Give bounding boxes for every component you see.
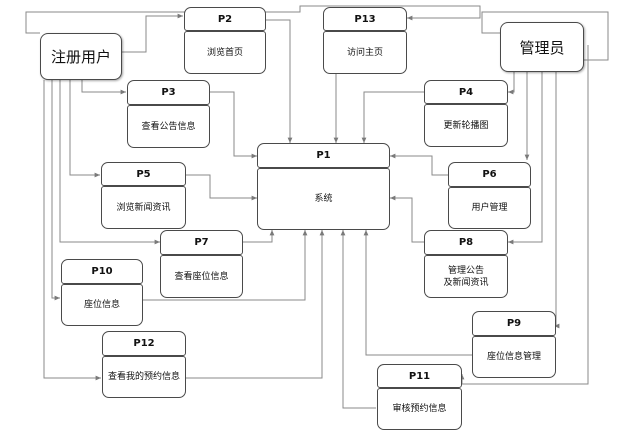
- process-p6-label: 用户管理: [448, 187, 531, 229]
- actor-registered-user: 注册用户: [40, 33, 122, 80]
- edge-p9-p1: [363, 230, 472, 356]
- process-p8-label: 管理公告 及新闻资讯: [424, 255, 508, 298]
- edge-p4-p1: [361, 91, 424, 143]
- edge-user-p10: [51, 80, 60, 301]
- edge-user-p12: [43, 80, 101, 381]
- process-p2-id: P2: [184, 7, 266, 31]
- process-p5-id: P5: [101, 162, 186, 186]
- process-p10-id: P10: [61, 259, 143, 284]
- edge-admin-p9: [554, 72, 560, 329]
- process-p6-id: P6: [448, 162, 531, 187]
- edge-p8-p1: [390, 195, 424, 243]
- process-p4-label: 更新轮播图: [424, 104, 508, 147]
- edge-p11-p1: [340, 230, 376, 409]
- edge-user-p5: [69, 80, 100, 178]
- process-p11-label: 审核预约信息: [377, 388, 462, 430]
- edge-p6-p1: [390, 153, 448, 176]
- edge-p3-p1: [210, 91, 257, 159]
- edge-p10-p1: [143, 230, 308, 301]
- process-p9-id: P9: [472, 311, 556, 336]
- process-p2-label: 浏览首页: [184, 31, 266, 74]
- process-p4-id: P4: [424, 80, 508, 104]
- edge-p5-p1: [186, 174, 257, 201]
- process-p13-label: 访问主页: [323, 31, 407, 74]
- actor-admin: 管理员: [500, 22, 584, 72]
- process-p7-label: 查看座位信息: [160, 255, 243, 298]
- process-p10-label: 座位信息: [61, 284, 143, 326]
- process-p8-id: P8: [424, 230, 508, 255]
- edge-p7-p1: [243, 230, 275, 243]
- process-p12-label: 查看我的预约信息: [102, 356, 186, 398]
- edge-p12-p1: [186, 230, 325, 379]
- edge-p2-p1: [266, 19, 293, 143]
- system-id: P1: [257, 143, 390, 168]
- edge-user-p13: [25, 5, 481, 34]
- process-p5-label: 浏览新闻资讯: [101, 186, 186, 229]
- edge-admin-top: [481, 11, 609, 61]
- edge-admin-p8: [508, 72, 543, 245]
- edge-user-p2: [122, 13, 183, 53]
- process-p3-id: P3: [127, 80, 210, 105]
- process-p11-id: P11: [377, 364, 462, 388]
- process-p13-id: P13: [323, 7, 407, 31]
- edge-user-p7: [59, 80, 160, 245]
- process-p9-label: 座位信息管理: [472, 336, 556, 378]
- process-p7-id: P7: [160, 230, 243, 255]
- system-label: 系统: [257, 168, 390, 230]
- edge-admin-p11: [459, 45, 589, 385]
- edge-user-p3: [81, 80, 126, 95]
- process-p3-label: 查看公告信息: [127, 105, 210, 148]
- edge-admin-p4: [508, 72, 515, 95]
- process-p12-id: P12: [102, 331, 186, 356]
